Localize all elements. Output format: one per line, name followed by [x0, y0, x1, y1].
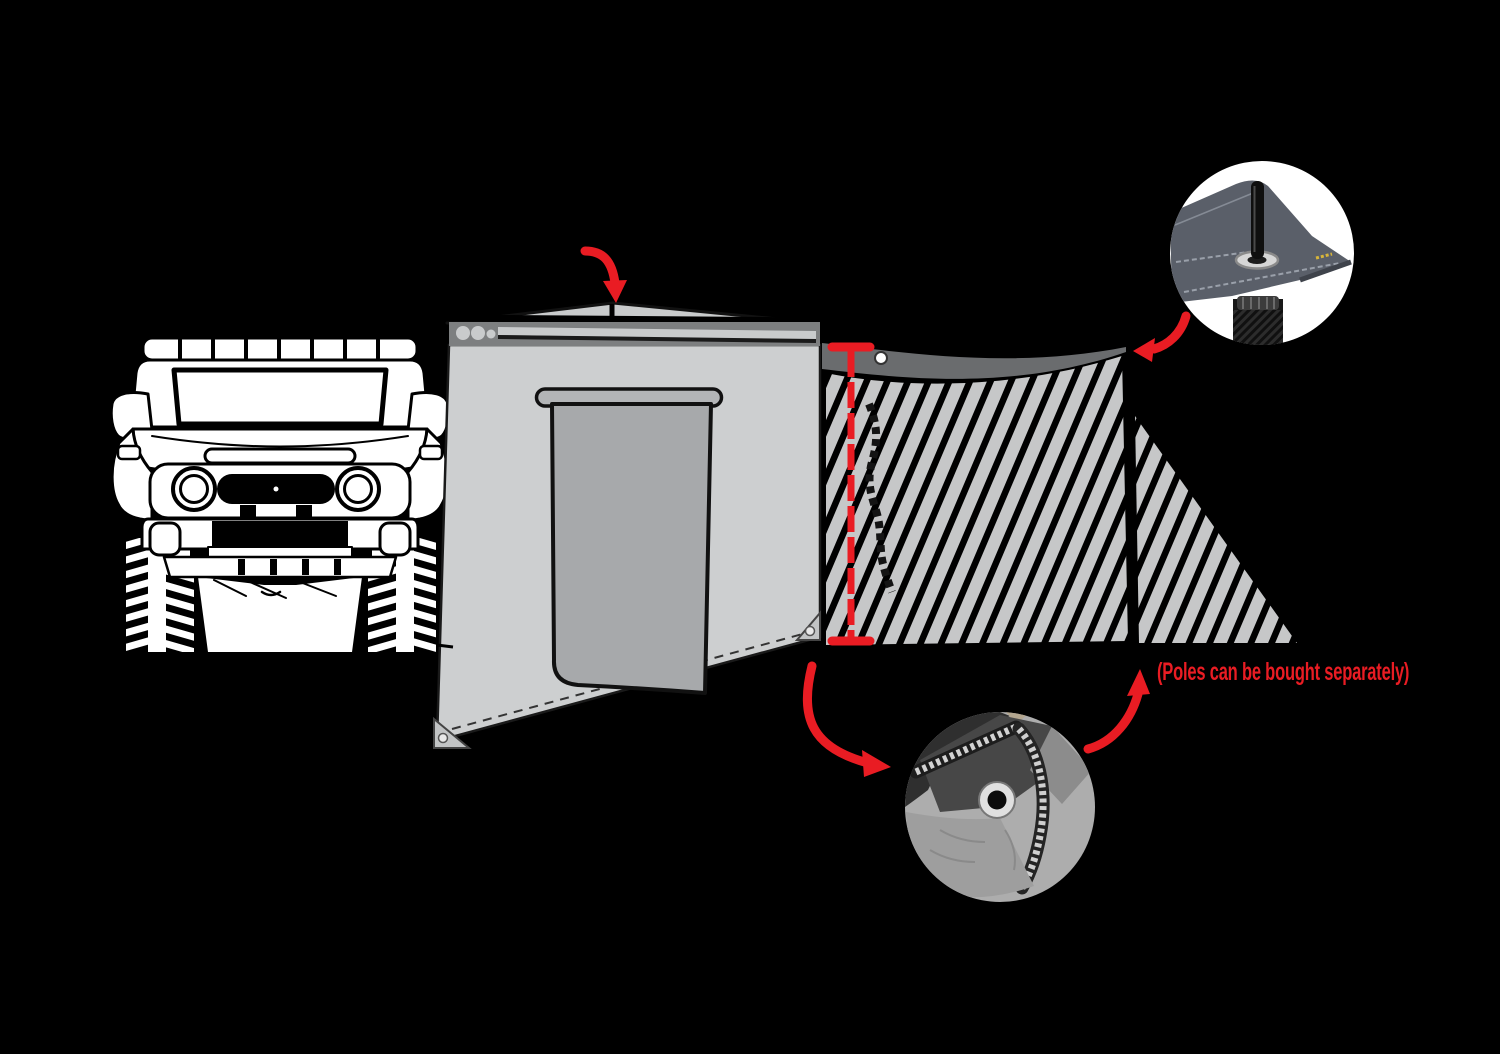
- housing-knob-icon: [456, 326, 470, 340]
- hem-stitching: [451, 631, 811, 730]
- roof-rack: [141, 336, 419, 362]
- windshield: [171, 367, 389, 427]
- roof-eave: [444, 314, 821, 325]
- poles-note-text: (Poles can be bought separately): [1157, 658, 1410, 686]
- side-attachment-tick: [436, 643, 454, 649]
- beam-grommet-icon: [874, 351, 888, 365]
- poles-note-arrow: [1083, 669, 1150, 754]
- signal-right: [418, 444, 444, 461]
- corner-patch-bottom-right: [794, 610, 821, 641]
- vehicle-illustration: [109, 336, 451, 652]
- awning-beam: [822, 343, 1126, 379]
- door-panel: [550, 402, 713, 695]
- beam-pole-arrow: [1133, 311, 1191, 362]
- corner-grommet-icon: [437, 732, 449, 744]
- tire-tread-right: [414, 538, 436, 652]
- hood-trim: [203, 447, 357, 465]
- skid-plate: [198, 577, 362, 652]
- rolled-awning-strip: [498, 327, 816, 340]
- roof-attach-arrow: [580, 246, 627, 303]
- signal-left: [116, 444, 142, 461]
- corner-patch-bottom-left: [433, 716, 472, 749]
- pole-grommet-photo: [1170, 161, 1354, 345]
- corner-zipper-arrow: [802, 661, 891, 777]
- corner-grommet-icon: [804, 625, 816, 637]
- tire-tread-left: [126, 538, 148, 652]
- mesh-panel-side: [1135, 416, 1297, 643]
- door-header-rod: [534, 387, 724, 408]
- mesh-zipper: [865, 402, 896, 594]
- pole-tip: [1251, 181, 1264, 259]
- mesh-panel-main: [826, 356, 1128, 645]
- yellow-stitch: [1315, 252, 1333, 260]
- zipper-corner-photo: [905, 712, 1095, 902]
- awning-room: [433, 301, 822, 749]
- license-recess: [212, 521, 348, 547]
- height-measure: [827, 342, 875, 646]
